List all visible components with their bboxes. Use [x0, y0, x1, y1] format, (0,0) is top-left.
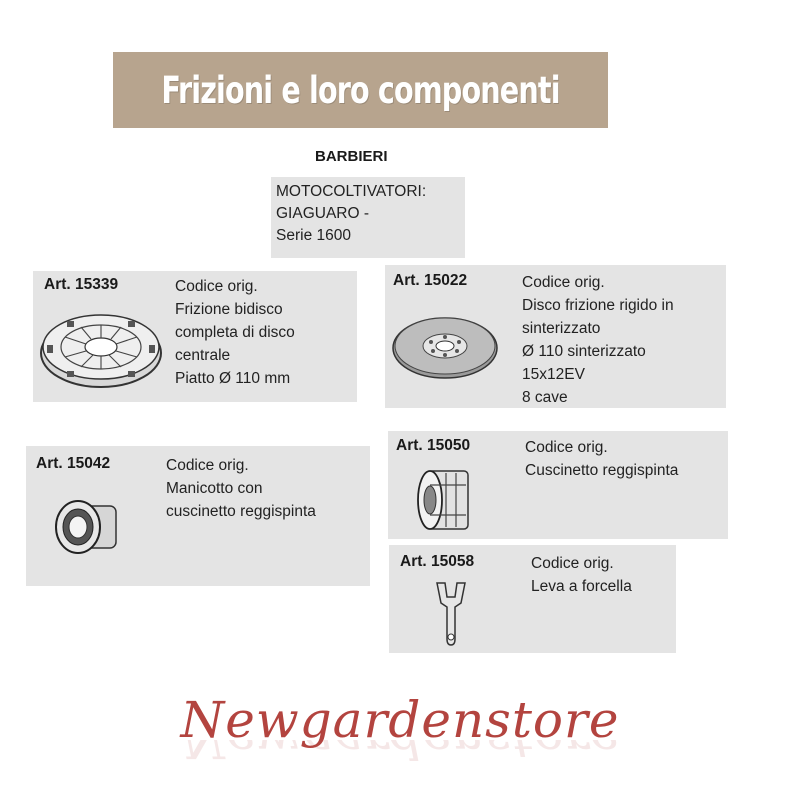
sintered-clutch-disc-icon	[392, 317, 498, 379]
article-number: Art. 15339	[44, 276, 119, 293]
desc-line: sinterizzato	[522, 320, 601, 337]
desc-line: completa di disco	[175, 324, 295, 341]
desc-line: 8 cave	[522, 389, 568, 406]
desc-line: cuscinetto reggispinta	[166, 503, 316, 520]
article-number: Art. 15058	[400, 553, 475, 570]
desc-line: Ø 110 sinterizzato	[522, 343, 646, 360]
desc-line: Codice orig.	[175, 278, 258, 295]
product-description: Codice orig. Leva a forcella	[531, 552, 632, 598]
product-description: Codice orig. Disco frizione rigido in si…	[522, 271, 674, 409]
bearing-sleeve-icon	[55, 500, 117, 554]
desc-line: Codice orig.	[531, 555, 614, 572]
fork-lever-icon	[436, 582, 466, 646]
desc-line: centrale	[175, 347, 231, 364]
desc-line: Piatto Ø 110 mm	[175, 370, 291, 387]
application-text: MOTOCOLTIVATORI: GIAGUARO - Serie 1600	[276, 183, 427, 244]
article-number: Art. 15022	[393, 272, 468, 289]
product-card-15339[interactable]: Art. 15339 Codice orig. Frizione bidisco…	[33, 271, 357, 402]
article-number: Art. 15042	[36, 455, 111, 472]
desc-line: 15x12EV	[522, 366, 585, 383]
product-card-15058[interactable]: Art. 15058 Codice orig. Leva a forcella	[389, 545, 676, 653]
brand-name: BARBIERI	[315, 148, 388, 165]
clutch-plate-assembly-icon	[40, 314, 162, 388]
desc-line: Leva a forcella	[531, 578, 632, 595]
desc-line: Frizione bidisco	[175, 301, 283, 318]
article-number: Art. 15050	[396, 437, 471, 454]
desc-line: Manicotto con	[166, 480, 263, 497]
application-panel: MOTOCOLTIVATORI: GIAGUARO - Serie 1600	[271, 177, 465, 258]
product-card-15022[interactable]: Art. 15022 Codice orig. Disco frizione r…	[385, 265, 726, 408]
store-name: Newgardenstore	[180, 691, 620, 749]
page-title: Frizioni e loro componenti	[161, 68, 560, 112]
desc-line: Codice orig.	[522, 274, 605, 291]
desc-line: Codice orig.	[525, 439, 608, 456]
desc-line: Disco frizione rigido in	[522, 297, 674, 314]
thrust-bearing-icon	[417, 470, 469, 530]
product-description: Codice orig. Frizione bidisco completa d…	[175, 275, 295, 390]
product-card-15050[interactable]: Art. 15050 Codice orig. Cuscinetto reggi…	[388, 431, 728, 539]
desc-line: Cuscinetto reggispinta	[525, 462, 679, 479]
product-description: Codice orig. Manicotto con cuscinetto re…	[166, 454, 316, 523]
product-card-15042[interactable]: Art. 15042 Codice orig. Manicotto con cu…	[26, 446, 370, 586]
product-description: Codice orig. Cuscinetto reggispinta	[525, 436, 678, 482]
header-banner: Frizioni e loro componenti	[113, 52, 608, 128]
store-name-reflection: Newgardenstore	[180, 740, 620, 769]
desc-line: Codice orig.	[166, 457, 249, 474]
